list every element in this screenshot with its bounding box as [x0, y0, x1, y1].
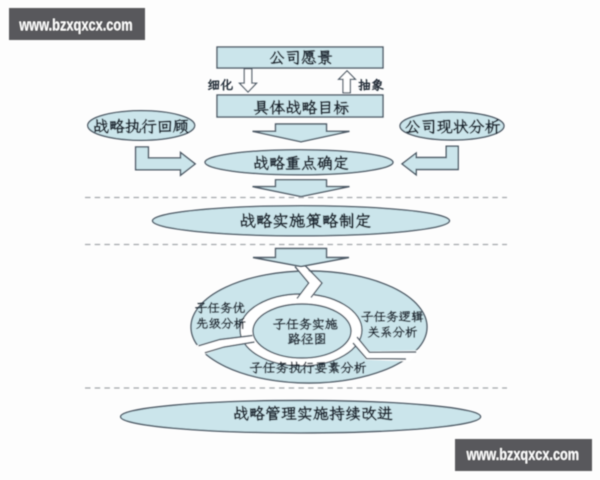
svg-text:www.bzxqxcx.com: www.bzxqxcx.com	[466, 445, 579, 464]
svg-text:www.bzxqxcx.com: www.bzxqxcx.com	[18, 16, 132, 35]
